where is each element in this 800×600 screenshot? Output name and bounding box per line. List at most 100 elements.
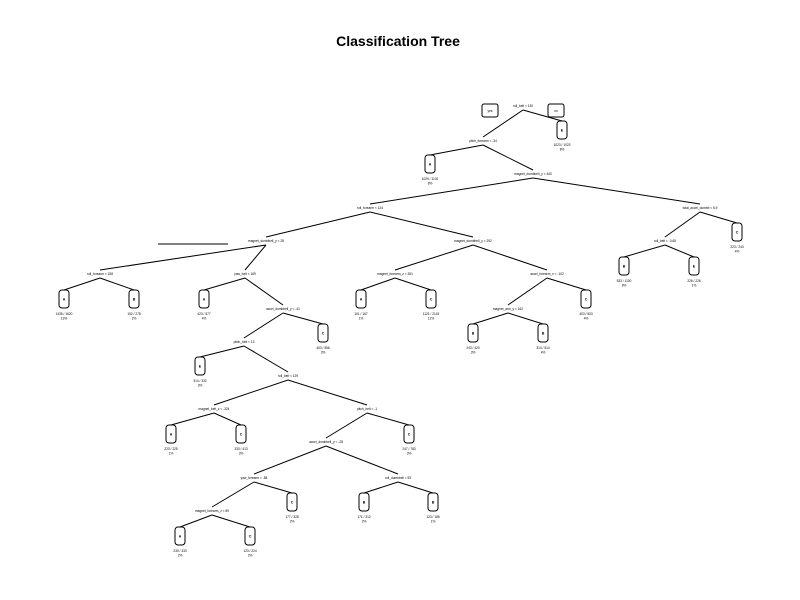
- split-node-label: magnet_dumbbell_y < 28: [248, 239, 284, 243]
- split-node-label: magnet_dumbbell_y < 292: [454, 239, 492, 243]
- split-node-label: pitch_forearm < -34: [469, 139, 497, 143]
- leaf-counts: 223 / 243: [730, 245, 744, 249]
- leaf-class: A: [360, 298, 363, 302]
- leaf-percent: 3%: [198, 384, 203, 388]
- leaf-counts: 333 / 413: [234, 447, 248, 451]
- tree-edge: [532, 177, 701, 205]
- leaf-percent: 1%: [692, 284, 697, 288]
- tree-edge: [699, 211, 738, 224]
- tree-edge: [363, 481, 399, 494]
- chart-title: Classification Tree: [336, 33, 460, 49]
- leaf-percent: 3%: [407, 452, 412, 456]
- tree-edge: [546, 277, 587, 291]
- leaf-percent: 12%: [428, 317, 435, 321]
- leaf-counts: 226 / 226: [687, 279, 701, 283]
- tree-edge: [253, 481, 293, 494]
- tree-edge: [507, 277, 548, 306]
- tree-edge: [287, 379, 368, 406]
- split-node-label: roll_dumbbell < 53: [385, 476, 411, 480]
- tree-edge: [179, 514, 213, 528]
- leaf-percent: 2%: [132, 317, 137, 321]
- leaf-box: [580, 289, 592, 309]
- tree-edge: [369, 177, 534, 205]
- tree-edge: [325, 412, 368, 439]
- leaf-class: A: [170, 433, 173, 437]
- leaf-counts: 177 / 328: [285, 515, 299, 519]
- split-node-label: yaw_belt < 169: [234, 272, 256, 276]
- tree-edge: [99, 244, 267, 271]
- leaf-counts: 314 / 514: [536, 346, 550, 350]
- split-node-label: magnet_arm_y < 162: [493, 307, 523, 311]
- leaf-box: [537, 323, 549, 343]
- leaf-counts: 423 / 577: [197, 312, 211, 316]
- split-node-label: magnet_forearm_z < 89: [195, 509, 229, 513]
- leaf-class: C: [249, 535, 252, 539]
- tree-edge: [211, 481, 255, 508]
- yes-legend-label: yes: [488, 109, 493, 113]
- tree-edge: [243, 312, 284, 339]
- leaf-percent: 8%: [560, 148, 565, 152]
- split-node-label: magnet_forearm_z < 281: [377, 272, 413, 276]
- leaf-percent: 1%: [431, 520, 436, 524]
- leaf-box: [174, 526, 186, 546]
- leaf-box: [355, 289, 367, 309]
- leaf-percent: 4%: [541, 351, 546, 355]
- leaf-counts: 1023 / 1023: [554, 143, 571, 147]
- leaf-counts: 403 / 556: [316, 346, 330, 350]
- leaf-percent: 2%: [178, 554, 183, 558]
- tree-edge: [472, 244, 548, 271]
- leaf-counts: 314 / 332: [193, 379, 207, 383]
- leaf-box: [358, 492, 370, 512]
- leaf-percent: 3%: [471, 351, 476, 355]
- leaf-class: B: [472, 332, 475, 336]
- leaf-box: [467, 323, 479, 343]
- tree-edge: [170, 412, 215, 426]
- leaf-percent: 4%: [202, 317, 207, 321]
- no-legend: no: [547, 103, 565, 118]
- tree-edge: [244, 277, 284, 306]
- leaf-counts: 403 / 503: [579, 312, 593, 316]
- leaf-counts: 1029 / 1102: [422, 177, 439, 181]
- tree-edge: [482, 144, 534, 171]
- leaf-counts: 243 / 420: [466, 346, 480, 350]
- tree-edge: [360, 277, 396, 291]
- leaf-box: [403, 424, 415, 444]
- leaf-box: [165, 424, 177, 444]
- tree-edge: [265, 211, 371, 238]
- leaf-counts: 1435 / 1620: [56, 312, 73, 316]
- split-node-label: yaw_forearm < -58: [241, 476, 268, 480]
- no-legend-label: no: [554, 109, 558, 113]
- leaf-percent: 3%: [321, 351, 326, 355]
- leaf-percent: 13%: [61, 317, 68, 321]
- leaf-box: [618, 256, 630, 276]
- leaf-percent: 2%: [290, 520, 295, 524]
- leaf-counts: 123 / 185: [426, 515, 440, 519]
- tree-edge: [203, 277, 246, 291]
- split-node-label: roll_belt < 130: [513, 104, 533, 108]
- tree-edge: [199, 345, 245, 358]
- leaf-class: C: [408, 433, 411, 437]
- leaf-class: C: [736, 231, 739, 235]
- tree-edge: [243, 345, 289, 373]
- tree-edges: [63, 109, 738, 528]
- leaf-box: [286, 492, 298, 512]
- tree-edge: [213, 412, 242, 426]
- split-node-label: accel_forearm_x < -102: [530, 272, 564, 276]
- tree-nodes: roll_belt < 130 pitch_forearm < -34 magnet…: [56, 104, 744, 558]
- leaf-counts: 152 / 278: [127, 312, 141, 316]
- leaf-counts: 247 / 783: [402, 447, 416, 451]
- split-node-label: roll_forearm < 158: [87, 272, 113, 276]
- leaf-box: [556, 120, 568, 140]
- leaf-percent: 2%: [362, 520, 367, 524]
